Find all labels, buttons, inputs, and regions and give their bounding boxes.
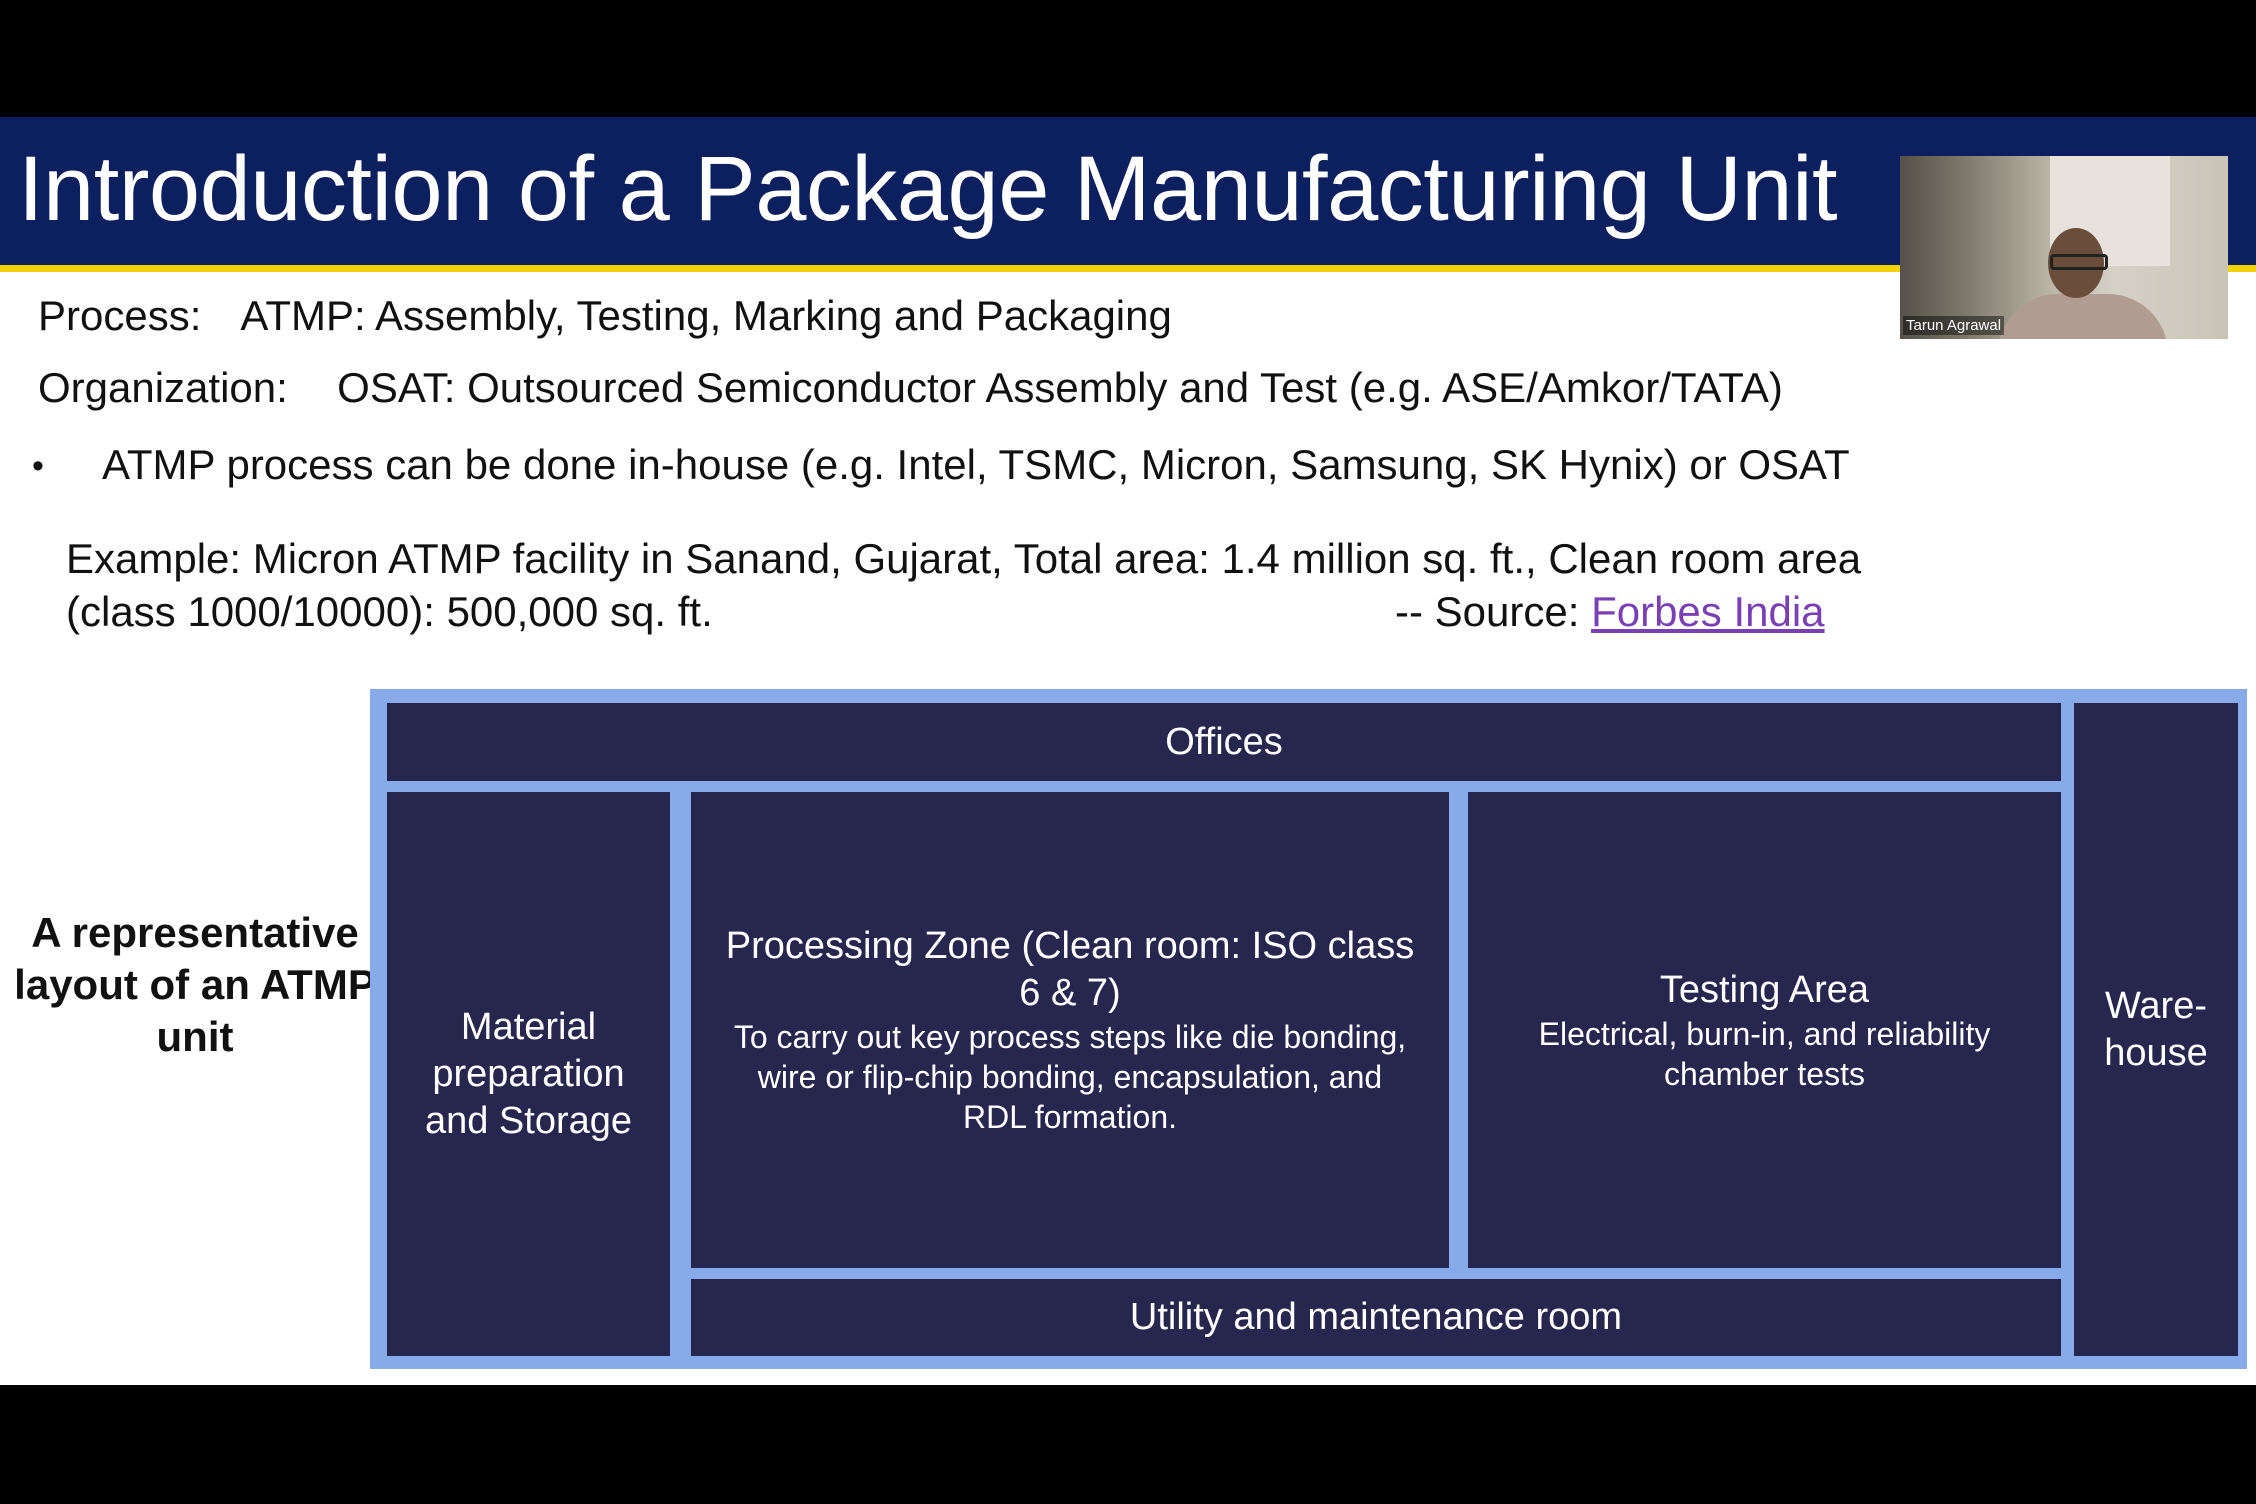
atmp-layout-diagram: Offices Material preparation and Storage… xyxy=(370,689,2247,1369)
process-label: Process: xyxy=(38,292,202,339)
warehouse-line-1: Ware- xyxy=(2104,984,2208,1027)
source-line: -- Source: Forbes India xyxy=(1395,588,1825,636)
processing-zone-room: Processing Zone (Clean room: ISO class 6… xyxy=(691,792,1449,1268)
example-line-2: (class 1000/10000): 500,000 sq. ft. xyxy=(66,588,713,635)
participant-name-label: Tarun Agrawal xyxy=(1903,316,2005,335)
title-bar: Introduction of a Package Manufacturing … xyxy=(0,117,2256,272)
organization-line: Organization: OSAT: Outsourced Semicondu… xyxy=(38,364,1783,412)
material-label-line-1: Material xyxy=(460,1005,597,1048)
processing-desc-line-1: To carry out key process steps like die … xyxy=(733,1019,1407,1055)
source-prefix: -- Source: xyxy=(1395,588,1592,635)
bullet-text: ATMP process can be done in-house (e.g. … xyxy=(102,441,1850,488)
forbes-india-link[interactable]: Forbes India xyxy=(1591,588,1825,635)
material-label-line-3: and Storage xyxy=(424,1099,633,1142)
participant-glasses xyxy=(2050,254,2108,270)
bullet-marker: • xyxy=(32,447,44,485)
example-line-1: Example: Micron ATMP facility in Sanand,… xyxy=(66,535,1862,582)
organization-label: Organization: xyxy=(38,364,288,411)
processing-desc-line-2: wire or flip-chip bonding, encapsulation… xyxy=(757,1059,1383,1095)
offices-label: Offices xyxy=(1165,720,1283,763)
webcam-video-tile[interactable]: Tarun Agrawal xyxy=(1900,156,2228,339)
utility-maintenance-room: Utility and maintenance room xyxy=(691,1279,2061,1356)
processing-desc-line-3: RDL formation. xyxy=(963,1099,1177,1135)
slide-title: Introduction of a Package Manufacturing … xyxy=(18,138,1838,240)
organization-text: OSAT: Outsourced Semiconductor Assembly … xyxy=(337,364,1783,411)
testing-title: Testing Area xyxy=(1659,968,1870,1011)
processing-title-line-2: 6 & 7) xyxy=(1019,972,1121,1014)
layout-side-label: A representative layout of an ATMP unit xyxy=(14,909,376,1060)
processing-title-line-1: Processing Zone (Clean room: ISO class xyxy=(725,925,1415,967)
warehouse-room: Ware- house xyxy=(2074,703,2238,1356)
participant-head xyxy=(2048,228,2104,298)
warehouse-line-2: house xyxy=(2104,1031,2208,1074)
material-storage-room: Material preparation and Storage xyxy=(387,792,670,1356)
testing-desc-line-1: Electrical, burn-in, and reliability xyxy=(1538,1015,1991,1052)
testing-area-room: Testing Area Electrical, burn-in, and re… xyxy=(1468,792,2061,1268)
material-label-line-2: preparation xyxy=(432,1052,625,1095)
testing-desc-line-2: chamber tests xyxy=(1664,1055,1865,1092)
offices-room: Offices xyxy=(387,703,2061,781)
process-text: ATMP: Assembly, Testing, Marking and Pac… xyxy=(240,292,1172,339)
process-line: Process: ATMP: Assembly, Testing, Markin… xyxy=(38,292,1172,340)
presentation-slide: Introduction of a Package Manufacturing … xyxy=(0,117,2256,1385)
utility-label: Utility and maintenance room xyxy=(1129,1296,1623,1338)
